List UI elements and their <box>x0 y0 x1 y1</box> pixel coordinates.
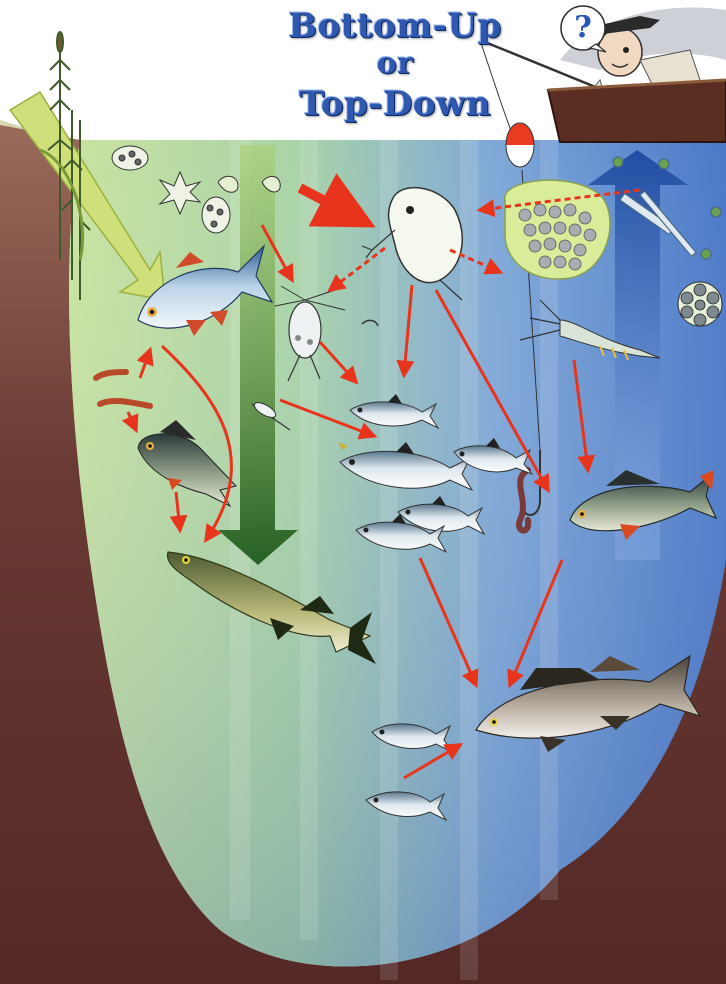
title-line-2: or <box>230 46 560 81</box>
bobber-icon <box>506 123 534 167</box>
algae-cluster-icon <box>505 180 610 279</box>
algae-rosette-icon <box>678 282 722 326</box>
speech-bubble-text: ? <box>566 8 600 48</box>
title-line-1: Bottom-Up <box>230 6 560 46</box>
title-line-3: Top-Down <box>230 84 560 124</box>
